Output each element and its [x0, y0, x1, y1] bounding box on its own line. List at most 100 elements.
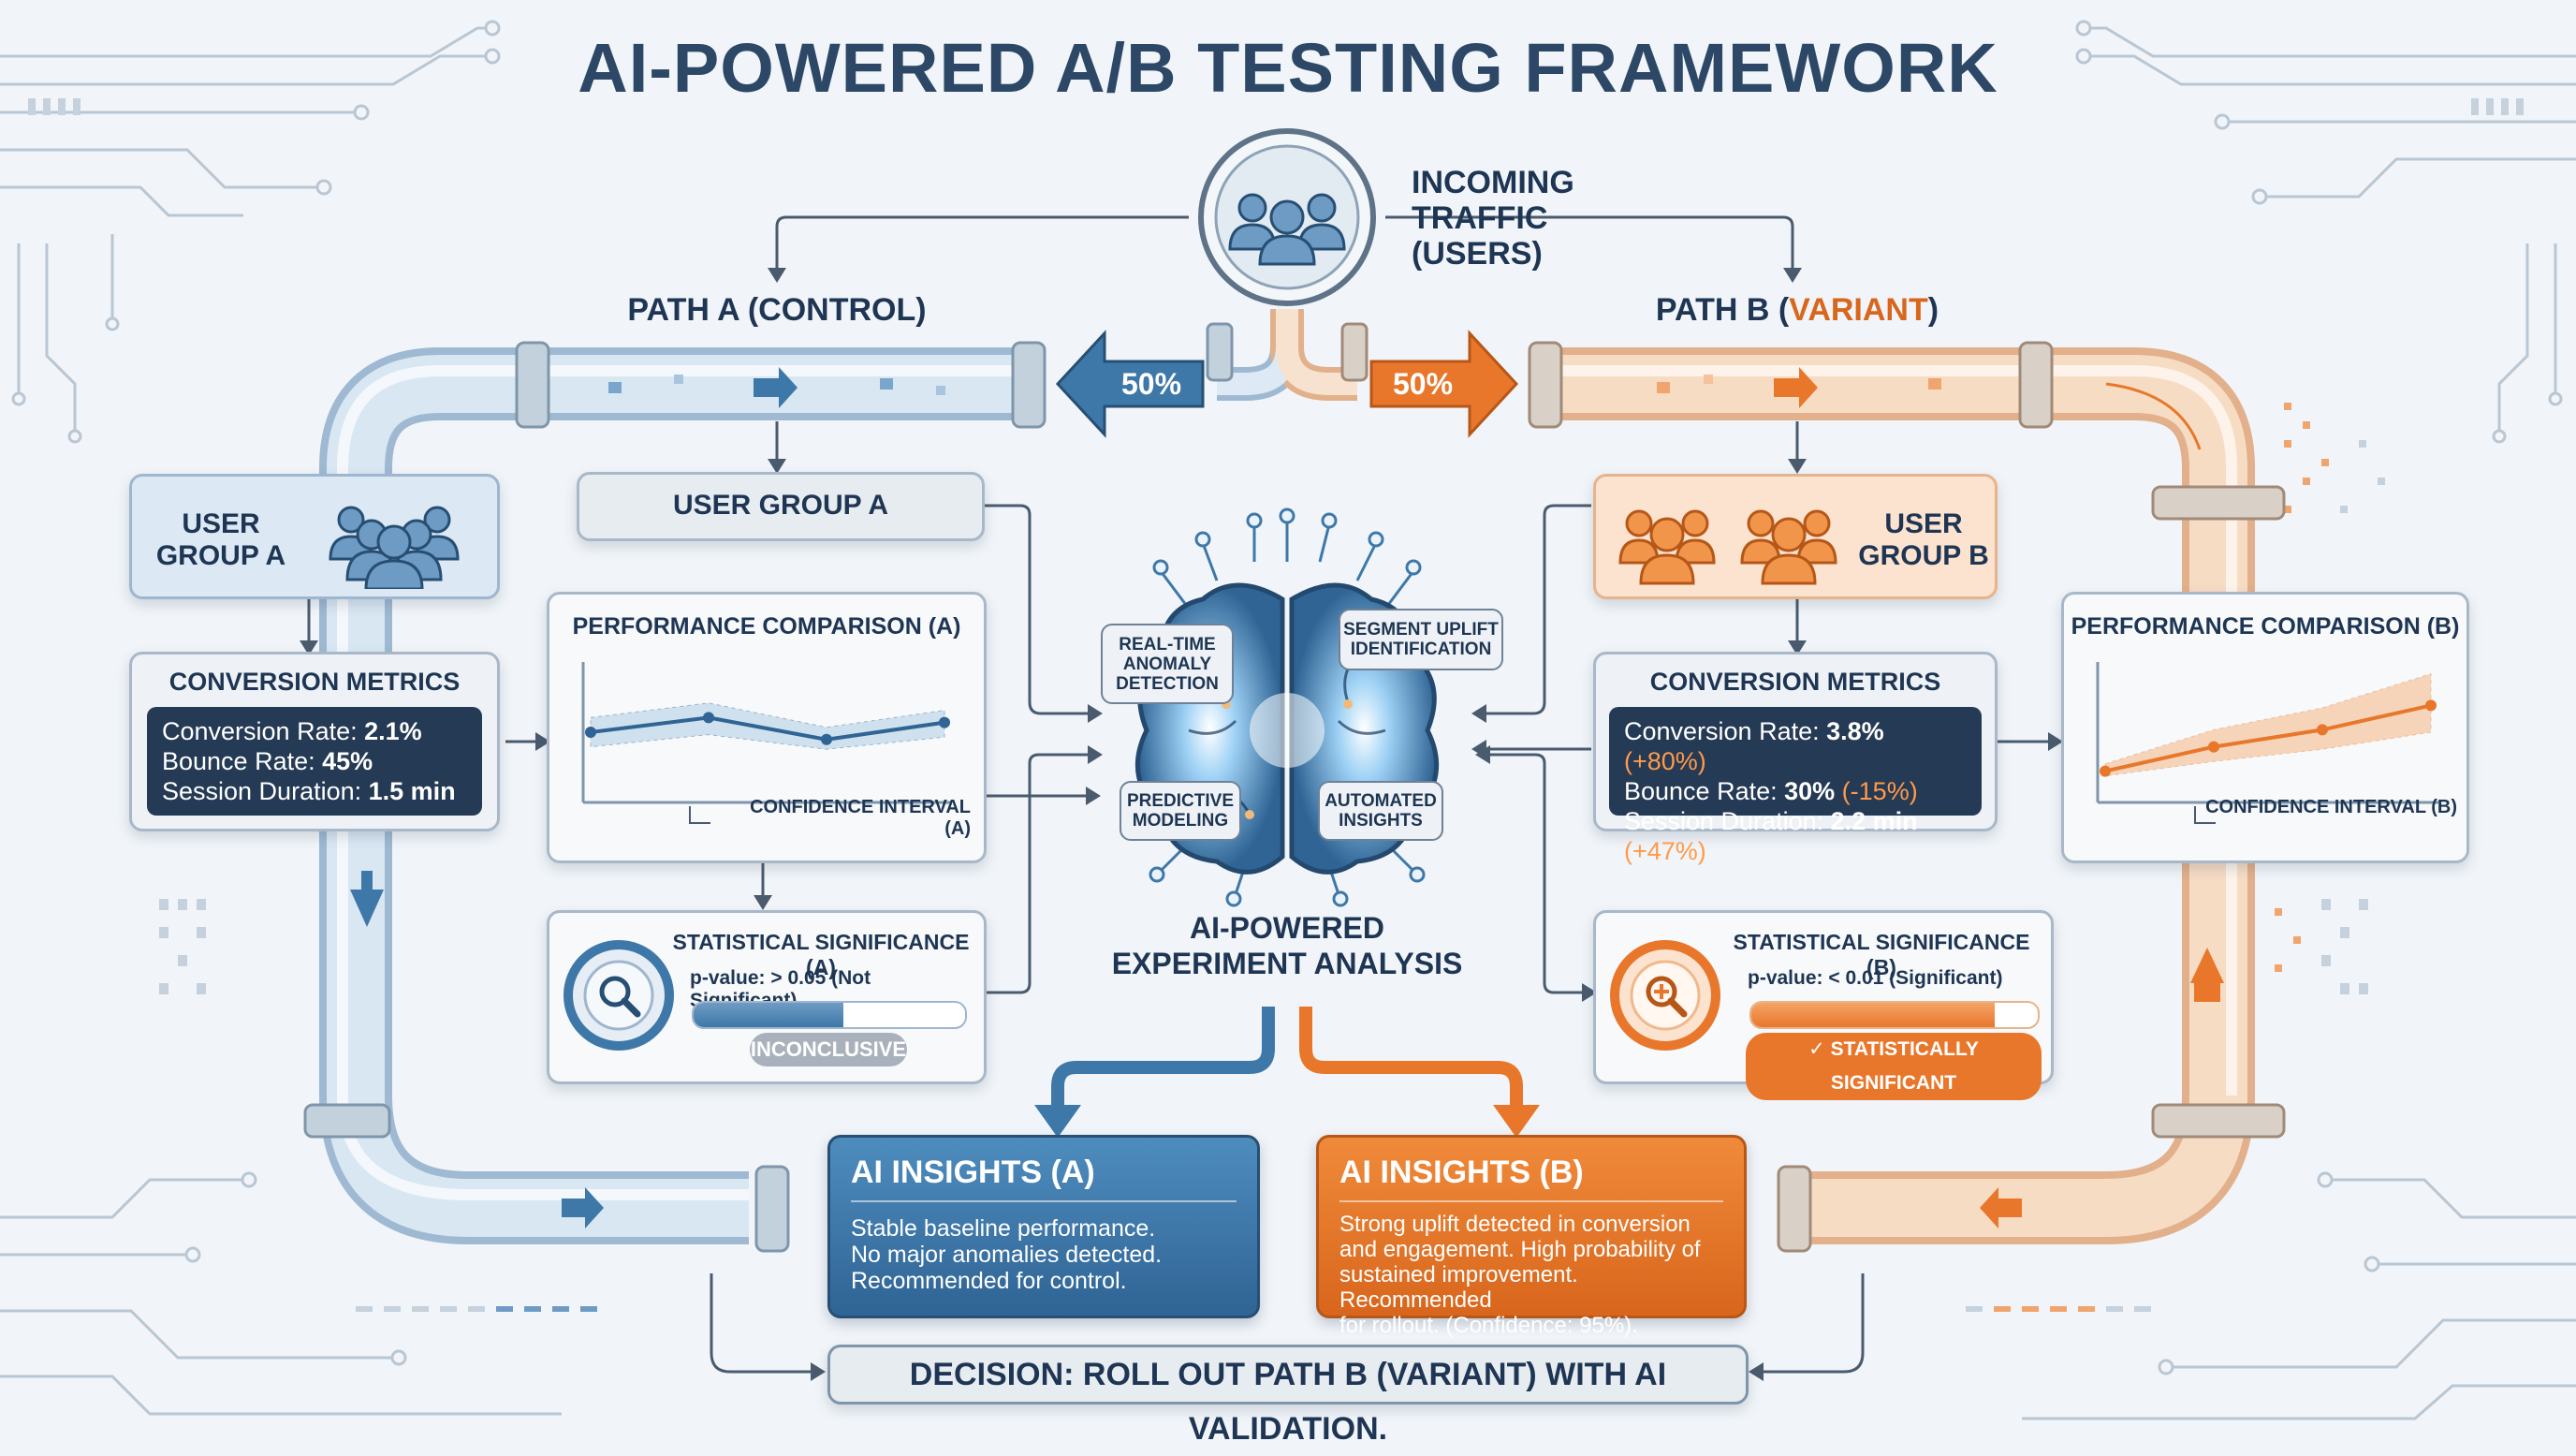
anomaly-line-1: REAL-TIME	[1119, 635, 1216, 654]
pvalue-b-text: p-value: < 0.01 (Significant)	[1748, 967, 2003, 989]
ai-insights-a-line-3: Recommended for control.	[851, 1268, 1127, 1294]
user-group-a-label: USER GROUP A	[151, 508, 291, 572]
performance-chart-b	[2096, 662, 2438, 824]
chart-b-ci-leader	[2194, 806, 2216, 824]
ai-insights-a-line-2: No major anomalies detected.	[851, 1242, 1163, 1268]
metric-b-session-value: 2.2 min	[1830, 807, 1918, 835]
ai-analysis-caption: AI-POWERED EXPERIMENT ANALYSIS	[1100, 910, 1474, 981]
metric-b-bounce-label: Bounce Rate:	[1624, 777, 1785, 805]
chart-a-series-line	[590, 715, 945, 742]
connector-arrowheads	[300, 459, 2063, 1381]
metric-a-session-label: Session Duration:	[162, 777, 369, 805]
user-group-a-line-2: GROUP A	[155, 540, 286, 571]
metric-b-conversion-label: Conversion Rate:	[1624, 717, 1827, 745]
metric-b-session-label: Session Duration:	[1624, 807, 1831, 835]
circuit-decoration-right	[2022, 20, 2576, 1420]
metric-b-conversion-value: 3.8%	[1826, 717, 1884, 745]
metric-a-row-session: Session Duration: 1.5 min	[162, 776, 467, 806]
ai-analysis-line-1: AI-POWERED	[1190, 911, 1384, 945]
ai-brain-illustration	[1124, 507, 1450, 907]
statistical-significance-b-card: STATISTICAL SIGNIFICANCE (B) p-value: < …	[1593, 910, 2054, 1100]
performance-comparison-a-card: PERFORMANCE COMPARISON (A) CONFIDENCE IN…	[547, 592, 987, 863]
metric-b-row-session: Session Duration: 2.2 min (+47%)	[1624, 806, 1967, 866]
anomaly-detection-bubble: REAL-TIME ANOMALY DETECTION	[1101, 624, 1234, 704]
ai-insights-a-divider	[851, 1200, 1237, 1202]
split-arrow-a	[1055, 330, 1205, 438]
decision-banner: DECISION: ROLL OUT PATH B (VARIANT) WITH…	[827, 1345, 1749, 1447]
user-group-b-icon	[1618, 509, 1837, 585]
ai-insights-a-line-1: Stable baseline performance.	[851, 1215, 1156, 1242]
chart-b-point-3	[2317, 724, 2328, 736]
anomaly-line-3: DETECTION	[1116, 674, 1219, 694]
metric-b-bounce-value: 30%	[1784, 777, 1836, 805]
conversion-metrics-b-panel: Conversion Rate: 3.8% (+80%) Bounce Rate…	[1609, 707, 1982, 865]
chart-a-point-4	[939, 716, 950, 728]
split-arrow-b	[1369, 330, 1519, 438]
segment-line-2: IDENTIFICATION	[1350, 640, 1492, 659]
metric-a-conversion-label: Conversion Rate:	[162, 717, 365, 745]
decision-text: DECISION: ROLL OUT PATH B (VARIANT) WITH…	[909, 1357, 1667, 1447]
performance-comparison-b-title: PERFORMANCE COMPARISON (B)	[2071, 613, 2460, 640]
conversion-metrics-a-card: CONVERSION METRICS Conversion Rate: 2.1%…	[129, 652, 500, 831]
predictive-modeling-bubble: PREDICTIVE MODELING	[1120, 781, 1241, 841]
metric-b-session-delta: (+47%)	[1624, 837, 1706, 865]
statistically-significant-badge: ✓ STATISTICALLY SIGNIFICANT	[1746, 1033, 2042, 1100]
path-a-prefix: PATH A (	[627, 292, 759, 328]
path-b-prefix: PATH B (	[1655, 292, 1790, 328]
dot-matrix-decoration	[28, 98, 2524, 1312]
user-group-b-label: USER GROUP B	[1858, 508, 1989, 572]
chart-b-point-1	[2100, 765, 2111, 777]
metric-a-conversion-value: 2.1%	[364, 717, 422, 745]
conversion-metrics-a-title: CONVERSION METRICS	[168, 668, 461, 696]
significance-a-bar-fill	[694, 1003, 843, 1027]
user-group-a-banner-label: USER GROUP A	[672, 490, 889, 521]
segment-line-1: SEGMENT UPLIFT	[1343, 620, 1499, 640]
ai-insights-b-line-3: sustained improvement. Recommended	[1339, 1262, 1578, 1313]
chart-a-confidence-band	[590, 702, 945, 750]
users-icon	[1228, 193, 1346, 266]
confidence-interval-a-label: CONFIDENCE INTERVAL (A)	[750, 797, 971, 839]
chart-b-point-4	[2425, 699, 2437, 712]
traffic-branch-lines	[775, 215, 1794, 272]
significance-b-bar-track	[1749, 1001, 2040, 1029]
performance-chart-a	[581, 662, 952, 824]
automated-line-1: AUTOMATED	[1325, 791, 1437, 811]
statistical-significance-a-card: STATISTICAL SIGNIFICANCE (A) p-value: > …	[547, 910, 987, 1084]
significance-a-bar-track	[692, 1001, 967, 1029]
path-b-label: PATH B (VARIANT)	[1582, 292, 2012, 329]
ai-insights-a-title: AI INSIGHTS (A)	[851, 1155, 1095, 1190]
anomaly-line-2: ANOMALY	[1122, 654, 1212, 674]
confidence-interval-b-label: CONFIDENCE INTERVAL (B)	[2205, 797, 2457, 817]
magnifier-a-icon	[564, 940, 674, 1051]
chart-a-point-3	[821, 733, 832, 745]
automated-insights-bubble: AUTOMATED INSIGHTS	[1318, 781, 1443, 841]
inconclusive-badge: INCONCLUSIVE	[750, 1033, 907, 1066]
ai-insights-b-line-4: for rollout. (Confidence: 95%).	[1339, 1313, 1638, 1338]
chart-a-ci-leader	[689, 806, 710, 824]
pipe-splitter	[1206, 309, 1368, 401]
conversion-metrics-b-title: CONVERSION METRICS	[1649, 668, 1941, 696]
metric-b-row-bounce: Bounce Rate: 30% (-15%)	[1624, 776, 1967, 806]
pipe-a	[303, 341, 1046, 1253]
brain-to-insight-b-arrow	[1299, 1007, 1523, 1110]
path-b-name: VARIANT	[1789, 292, 1928, 328]
segment-uplift-bubble: SEGMENT UPLIFT IDENTIFICATION	[1339, 609, 1503, 670]
chart-b-point-2	[2208, 741, 2219, 753]
automated-line-2: INSIGHTS	[1339, 811, 1423, 831]
user-group-a-banner: USER GROUP A	[577, 472, 985, 541]
conversion-metrics-a-panel: Conversion Rate: 2.1% Bounce Rate: 45% S…	[147, 707, 482, 816]
split-b-percent: 50%	[1392, 367, 1454, 401]
performance-comparison-a-title: PERFORMANCE COMPARISON (A)	[572, 613, 961, 640]
metric-a-row-bounce: Bounce Rate: 45%	[162, 746, 467, 776]
connector-lines	[307, 421, 2052, 1374]
metric-a-bounce-label: Bounce Rate:	[162, 747, 323, 775]
traffic-line-3: (USERS)	[1412, 236, 1543, 272]
statistical-significance-b-title: STATISTICAL SIGNIFICANCE (B)	[1733, 930, 2030, 979]
conversion-metrics-b-card: CONVERSION METRICS Conversion Rate: 3.8%…	[1593, 652, 1998, 865]
metric-b-row-conversion: Conversion Rate: 3.8% (+80%)	[1624, 716, 1967, 776]
metric-b-conversion-delta: (+80%)	[1624, 747, 1706, 775]
user-group-b-card: USER GROUP B	[1593, 474, 1998, 599]
chart-a-point-2	[703, 712, 714, 724]
path-b-suffix: )	[1927, 292, 1939, 328]
significance-b-bar-fill	[1751, 1003, 1996, 1027]
